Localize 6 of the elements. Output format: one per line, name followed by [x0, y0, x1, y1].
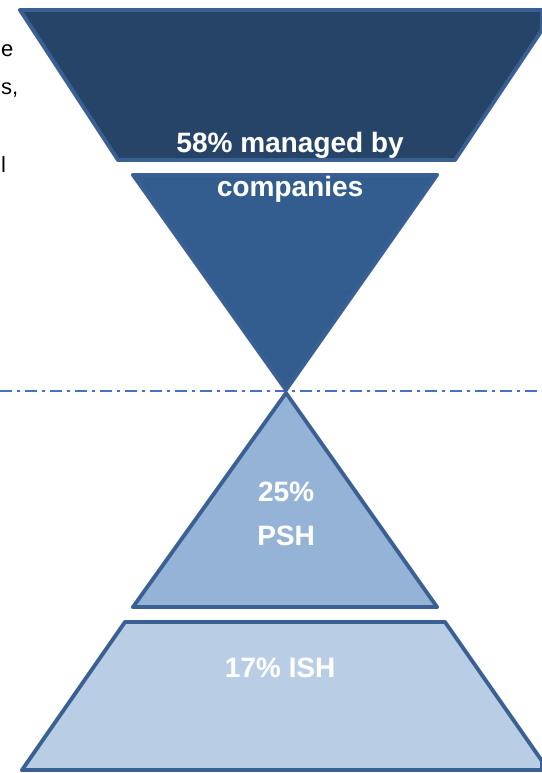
shape-label: 25% PSH	[256, 475, 316, 553]
shape-label: 17% ISH	[224, 651, 336, 685]
cut-off-text: s,	[1, 74, 18, 100]
cut-off-text: e	[1, 36, 14, 62]
cut-off-text: l	[1, 152, 6, 178]
shape-label: 58% managed by companies	[175, 126, 405, 204]
